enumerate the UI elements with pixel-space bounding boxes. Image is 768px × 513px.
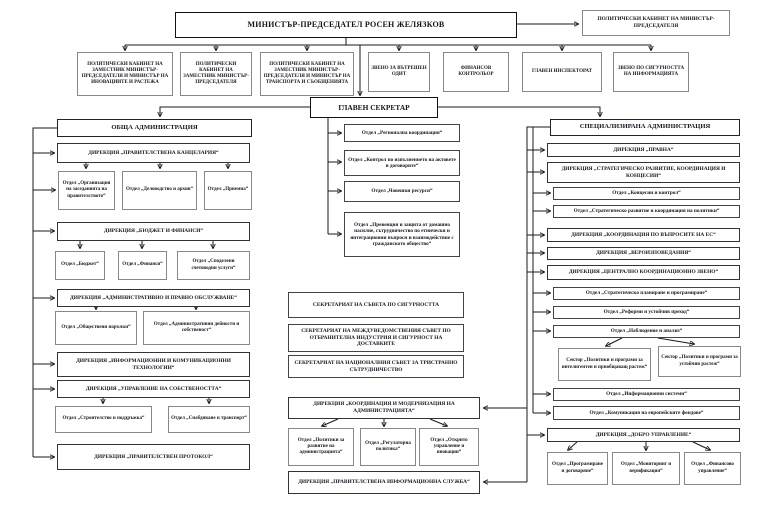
box-prime-minister: МИНИСТЪР-ПРЕДСЕДАТЕЛ РОСЕН ЖЕЛЯЗКОВ xyxy=(175,12,517,38)
box-chief-inspectorate: ГЛАВЕН ИНСПЕКТОРАТ xyxy=(522,52,602,92)
box-cabinet-deputy-pm-innovation: ПОЛИТИЧЕСКИ КАБИНЕТ НА ЗАМЕСТНИК МИНИСТЪ… xyxy=(77,52,173,96)
box-information-security-unit: ЗВЕНО ПО СИГУРНОСТТА НА ИНФОРМАЦИЯТА xyxy=(613,52,689,92)
box-directorate-ict: ДИРЕКЦИЯ „ИНФОРМАЦИОННИ И КОМУНИКАЦИОННИ… xyxy=(57,352,250,377)
box-secretariat-tripartite-council: СЕКРЕТАРИАТ НА НАЦИОНАЛНИЯ СЪВЕТ ЗА ТРИС… xyxy=(288,355,464,378)
box-unit-human-resources: Отдел „Човешки ресурси“ xyxy=(344,181,460,202)
box-internal-audit-unit: ЗВЕНО ЗА ВЪТРЕШЕН ОДИТ xyxy=(368,52,430,92)
box-unit-acts-contracts-control: Отдел „Контрол по изпълнението на актове… xyxy=(344,150,460,176)
box-unit-government-sessions: Отдел „Организация на заседанията на пра… xyxy=(58,171,115,210)
box-directorate-central-coordination-unit: ДИРЕКЦИЯ „ЦЕНТРАЛНО КООРДИНАЦИОННО ЗВЕНО… xyxy=(547,265,740,280)
box-sector-smart-inclusive-growth: Сектор „Политики и програми за интелиген… xyxy=(558,348,651,381)
box-unit-records-archive: Отдел „Деловодство и архив“ xyxy=(122,171,197,210)
box-unit-shared-accounting-services: Отдел „Споделени счетоводни услуги“ xyxy=(177,251,250,280)
box-unit-eu-funds-communication: Отдел „Комуникация на европейските фондо… xyxy=(553,406,740,420)
box-sector-sustainable-growth: Сектор „Политики и програми за устойчив … xyxy=(658,346,741,377)
box-unit-monitoring-analysis: Отдел „Наблюдение и анализ“ xyxy=(553,325,740,338)
box-unit-strategic-development-policy-coordination: Отдел „Стратегическо развитие и координа… xyxy=(553,205,740,218)
box-directorate-strategic-development-concessions: ДИРЕКЦИЯ „СТРАТЕГИЧЕСКО РАЗВИТИЕ, КООРДИ… xyxy=(547,162,740,183)
box-directorate-religious-denominations: ДИРЕКЦИЯ „ВЕРОИЗПОВЕДАНИЯ“ xyxy=(547,247,740,260)
box-unit-programming-contracting: Отдел „Програмиране и договаряне“ xyxy=(547,452,608,485)
box-directorate-coordination-modernisation: ДИРЕКЦИЯ „КООРДИНАЦИЯ И МОДЕРНИЗАЦИЯ НА … xyxy=(288,397,480,419)
box-cabinet-deputy-pm: ПОЛИТИЧЕСКИ КАБИНЕТ НА ЗАМЕСТНИК МИНИСТЪ… xyxy=(180,52,252,96)
box-unit-finance: Отдел „Финанси“ xyxy=(118,251,167,280)
box-unit-construction-maintenance: Отдел „Строителство и поддръжка“ xyxy=(55,406,152,433)
box-unit-open-government-innovation: Отдел „Открито управление и иновации“ xyxy=(419,428,479,466)
box-financial-controller: ФИНАНСОВ КОНТРОЛЬОР xyxy=(443,52,509,92)
box-cabinet-deputy-pm-transport: ПОЛИТИЧЕСКИ КАБИНЕТ НА ЗАМЕСТНИК МИНИСТЪ… xyxy=(260,52,354,96)
box-unit-supply-transport: Отдел „Снабдяване и транспорт“ xyxy=(168,406,250,433)
box-specialized-administration-header: СПЕЦИАЛИЗИРАНА АДМИНИСТРАЦИЯ xyxy=(550,119,740,136)
box-unit-reception: Отдел „Приемна“ xyxy=(204,171,252,210)
box-directorate-government-chancellery: ДИРЕКЦИЯ „ПРАВИТЕЛСТВЕНА КАНЦЕЛАРИЯ“ xyxy=(57,143,250,163)
box-unit-concessions-control: Отдел „Концесии и контрол“ xyxy=(553,187,740,200)
box-directorate-administrative-legal-services: ДИРЕКЦИЯ „АДМИНИСТРАТИВНО И ПРАВНО ОБСЛУ… xyxy=(57,289,250,307)
box-unit-prevention-domestic-violence: Отдел „Превенция и защита от домашно нас… xyxy=(344,212,460,257)
box-unit-reforms-sustainable-transition: Отдел „Реформи и устойчив преход“ xyxy=(553,306,740,319)
box-unit-admin-development-policies: Отдел „Политики за развитие на администр… xyxy=(288,428,354,466)
box-unit-public-procurement: Отдел „Обществени поръчки“ xyxy=(55,311,137,345)
box-directorate-property-management: ДИРЕКЦИЯ „УПРАВЛЕНИЕ НА СОБСТВЕНОСТТА“ xyxy=(57,380,250,398)
box-secretariat-defence-industry: СЕКРЕТАРИАТ НА МЕЖДУВЕДОМСТВЕНИЯ СЪВЕТ П… xyxy=(288,324,464,352)
box-unit-monitoring-verification: Отдел „Мониторинг и верификация“ xyxy=(612,452,680,485)
box-chief-secretary: ГЛАВЕН СЕКРЕТАР xyxy=(310,97,438,118)
box-directorate-government-information-service: ДИРЕКЦИЯ „ПРАВИТЕЛСТВЕНА ИНФОРМАЦИОННА С… xyxy=(288,471,480,494)
box-general-administration-header: ОБЩА АДМИНИСТРАЦИЯ xyxy=(57,119,252,137)
box-unit-regulatory-policy: Отдел „Регулаторна политика“ xyxy=(360,428,416,466)
box-secretariat-security-council: СЕКРЕТАРИАТ НА СЪВЕТА ПО СИГУРНОСТТА xyxy=(288,292,464,318)
box-directorate-government-protocol: ДИРЕКЦИЯ „ПРАВИТЕЛСТВЕН ПРОТОКОЛ“ xyxy=(57,444,250,470)
box-unit-information-systems: Отдел „Информационни системи“ xyxy=(553,388,740,401)
box-directorate-eu-coordination: ДИРЕКЦИЯ „КООРДИНАЦИЯ ПО ВЪПРОСИТЕ НА ЕС… xyxy=(547,228,740,242)
box-unit-regional-coordination: Отдел „Регионална координация“ xyxy=(344,124,460,142)
box-directorate-budget-finance: ДИРЕКЦИЯ „БЮДЖЕТ И ФИНАНСИ“ xyxy=(57,222,250,241)
box-unit-budget: Отдел „Бюджет“ xyxy=(55,251,105,280)
box-unit-administrative-activities-property: Отдел „Административни дейности и собств… xyxy=(143,311,250,345)
box-pm-political-cabinet: ПОЛИТИЧЕСКИ КАБИНЕТ НА МИНИСТЪР-ПРЕДСЕДА… xyxy=(582,10,730,36)
box-directorate-legal: ДИРЕКЦИЯ „ПРАВНА“ xyxy=(547,143,740,157)
box-directorate-good-governance: ДИРЕКЦИЯ „ДОБРО УПРАВЛЕНИЕ“ xyxy=(547,428,740,442)
box-unit-financial-management: Отдел „Финансово управление“ xyxy=(684,452,741,485)
box-unit-strategic-planning-programming: Отдел „Стратегическо планиране и програм… xyxy=(553,287,740,300)
